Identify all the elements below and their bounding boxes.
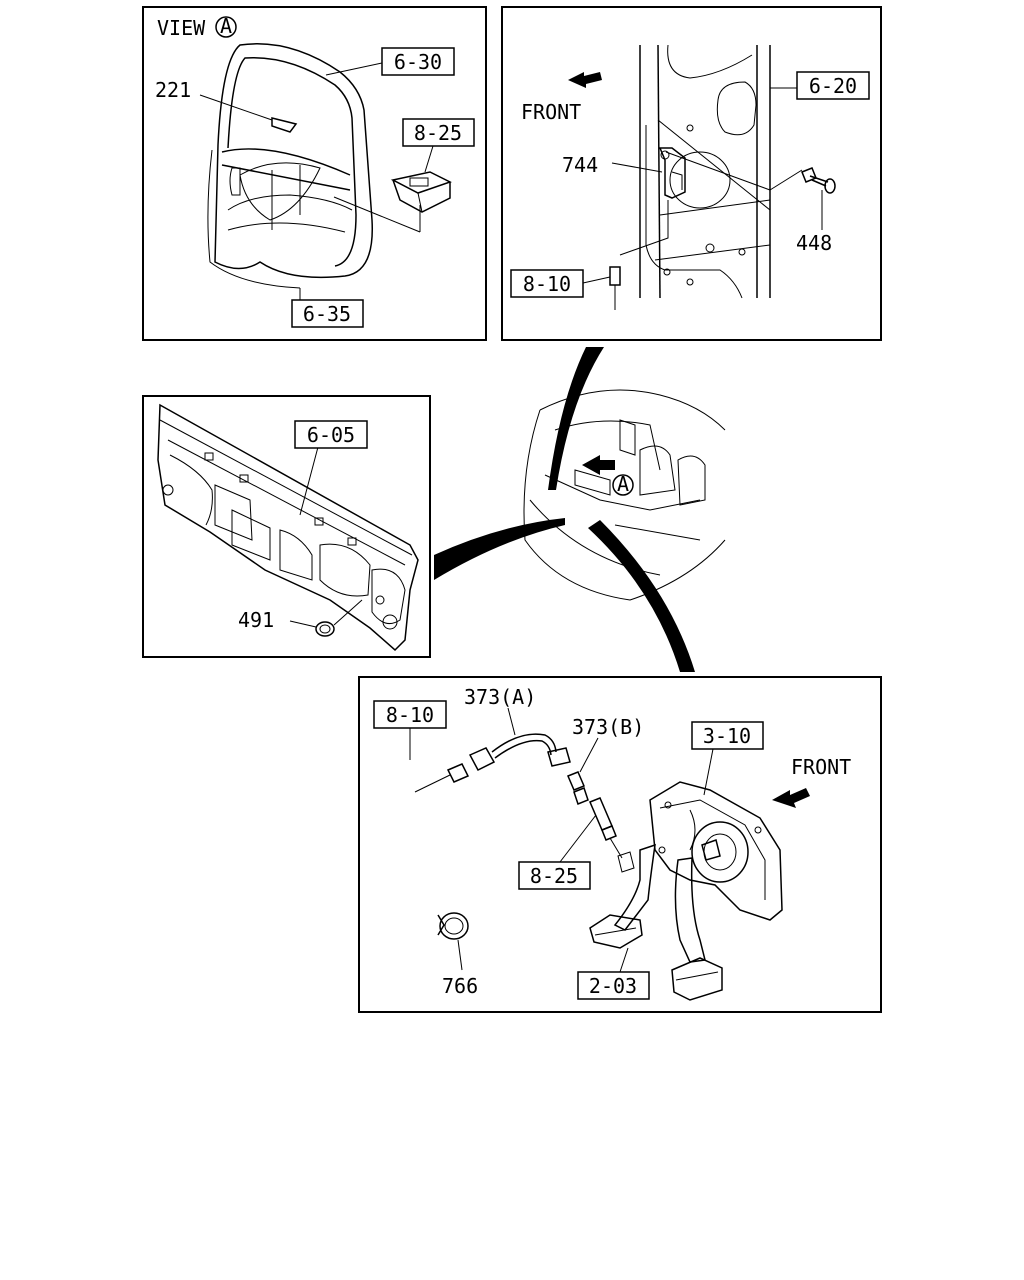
part-491: 491 [238, 608, 274, 632]
ref-box-3-10 [691, 721, 764, 750]
part-766: 766 [442, 974, 478, 998]
leader-766 [457, 939, 463, 971]
ref-3-10: 3-10 [703, 724, 751, 748]
harness-373a-drawing [414, 733, 571, 793]
switch-link-line [333, 196, 421, 233]
leader-491-link [333, 599, 363, 626]
view-label: VIEW [157, 16, 206, 40]
bolt-448-drawing [665, 151, 836, 194]
leader-491 [289, 620, 317, 628]
front-arrow-icon [772, 788, 810, 808]
pillar-drawing [609, 44, 771, 310]
ref-box-6-35 [291, 299, 364, 328]
part-373a: 373(A) [464, 685, 536, 709]
clip-766-drawing [437, 912, 469, 940]
panel-view-a: VIEW A 221 6-30 [142, 6, 487, 341]
front-label: FRONT [521, 100, 581, 124]
leader-8-10 [582, 276, 611, 284]
callout-wedge-bottom [588, 520, 695, 672]
cab-overview: A [434, 347, 726, 672]
connector-373b-drawing [567, 771, 589, 805]
ref-8-25: 8-25 [530, 864, 578, 888]
switch-8-25-drawing [390, 171, 452, 213]
ref-box-8-25 [402, 118, 475, 147]
front-arrow-icon [568, 72, 602, 88]
ref-box-8-10 [510, 269, 584, 298]
panel-frame [142, 395, 431, 658]
leader-373a [507, 707, 516, 736]
cab-drawing [523, 389, 726, 601]
grommet-491-drawing [315, 621, 335, 637]
panel-pedals: 8-10 373(A) 373(B) 8-25 [358, 676, 882, 1013]
panel-frame [358, 676, 882, 1013]
ref-box-6-05 [294, 420, 368, 449]
callout-wedge-top [548, 347, 604, 490]
part-448: 448 [796, 231, 832, 255]
front-label: FRONT [791, 755, 851, 779]
leader-2-03 [619, 947, 629, 973]
leader-373b [579, 737, 599, 773]
view-a-arrow-icon [582, 455, 615, 475]
view-circle [215, 16, 237, 38]
view-circle-letter: A [220, 14, 232, 38]
ref-box-6-20 [796, 71, 870, 100]
leader-6-30 [325, 62, 383, 76]
ref-box-2-03 [577, 971, 650, 1000]
part-221: 221 [155, 78, 191, 102]
leader-6-05 [299, 446, 319, 516]
view-a-circle [612, 474, 634, 496]
ref-8-25: 8-25 [414, 121, 462, 145]
dash-panel-drawing [157, 403, 419, 652]
leader-8-25 [559, 814, 597, 863]
ref-6-30: 6-30 [394, 50, 442, 74]
part-744: 744 [562, 153, 598, 177]
panel-dash-panel: 6-05 491 [142, 395, 431, 658]
ref-6-35: 6-35 [303, 302, 351, 326]
ref-box-8-10 [373, 700, 447, 729]
ref-8-10: 8-10 [523, 272, 571, 296]
ref-box-6-30 [381, 47, 455, 76]
leader-744 [611, 162, 663, 173]
part-373b: 373(B) [572, 715, 644, 739]
leader-3-10 [703, 748, 714, 796]
leader-8-25 [424, 145, 434, 173]
ref-6-20: 6-20 [809, 74, 857, 98]
callout-wedge-left [434, 518, 565, 580]
view-a-circle-letter: A [617, 472, 629, 496]
grommet-inner [319, 624, 331, 634]
ref-6-05: 6-05 [307, 423, 355, 447]
ref-8-10: 8-10 [386, 703, 434, 727]
panel-pillar: FRONT 744 [501, 6, 882, 341]
switch-8-25-drawing [589, 797, 635, 873]
ref-box-8-25 [518, 861, 591, 890]
dashboard-drawing [207, 43, 374, 289]
pedal-assembly-drawing [589, 781, 783, 1001]
ref-2-03: 2-03 [589, 974, 637, 998]
leader-221 [199, 94, 273, 121]
